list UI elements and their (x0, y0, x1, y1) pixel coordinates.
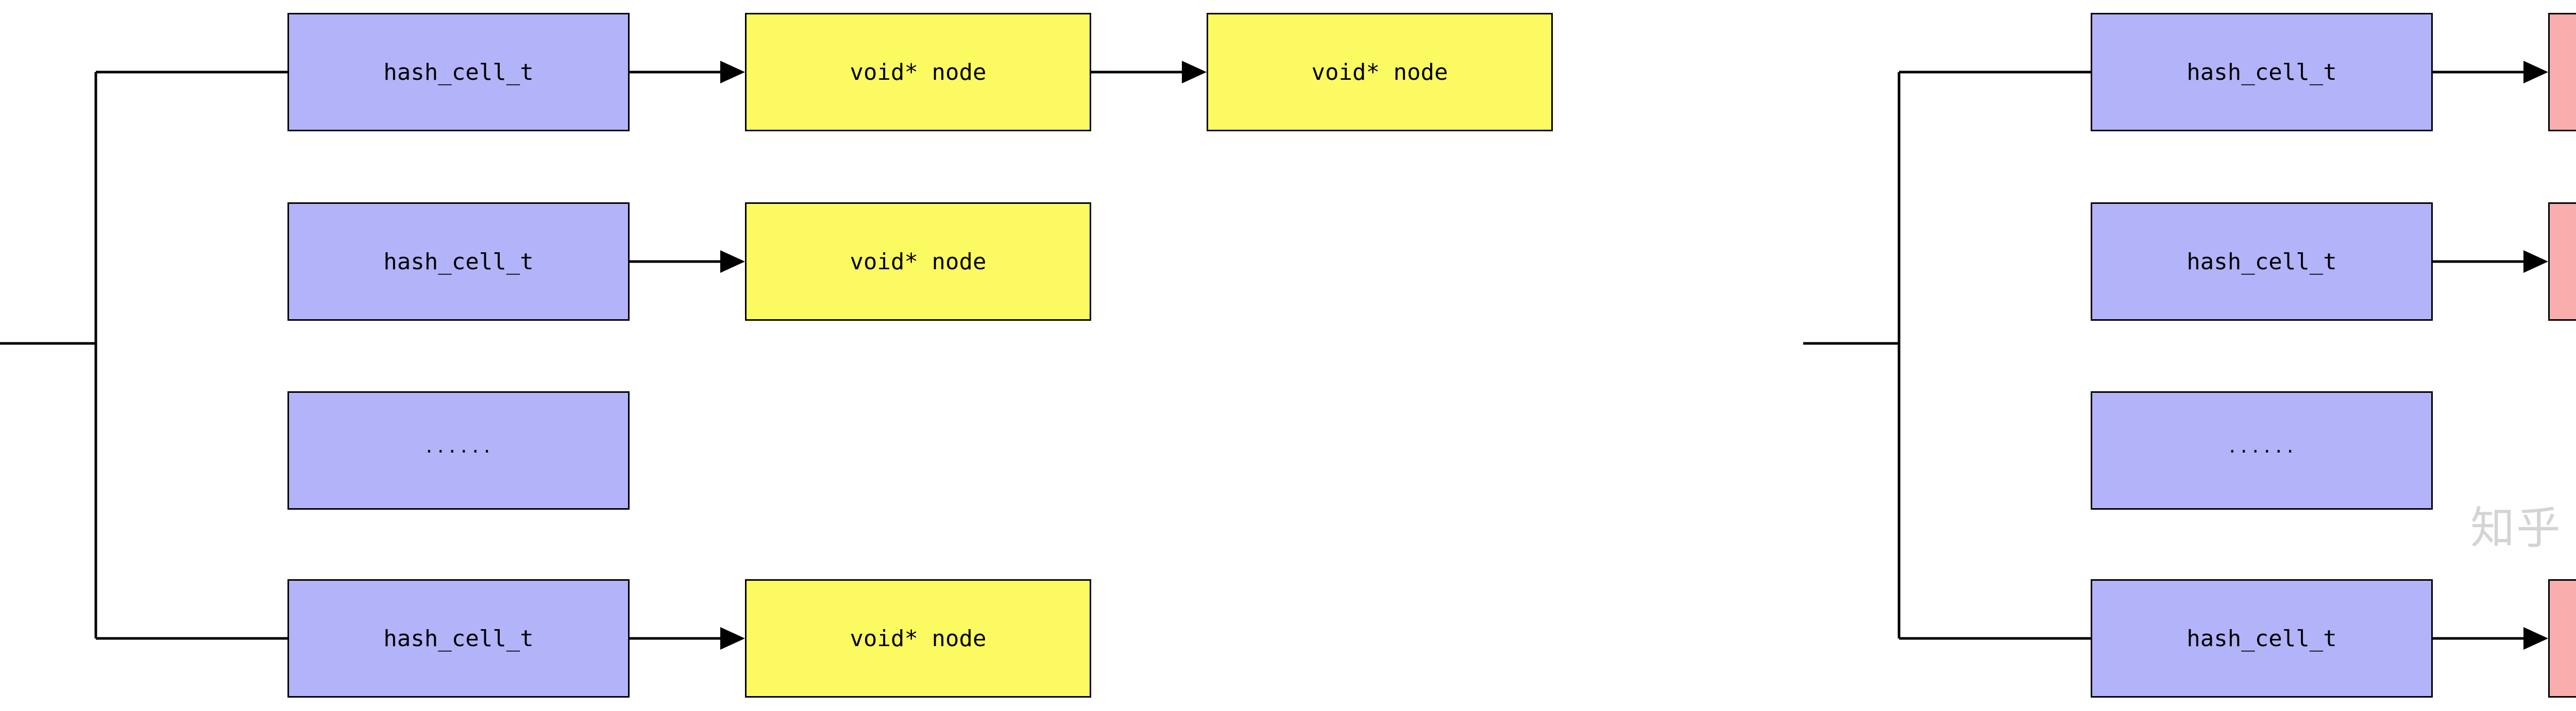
page-node-box: Page(1,10) (2548, 13, 2576, 131)
node-box: void* node (745, 13, 1091, 131)
page-node-box: Page(5,1) (2548, 579, 2576, 698)
hash-cell-box: hash_cell_t (2091, 13, 2433, 131)
node-box: void* node (1207, 13, 1553, 131)
hash-cell-ellipsis-box: ...... (2091, 391, 2433, 510)
hash-cell-box: hash_cell_t (2091, 579, 2433, 698)
hash-cell-box: hash_cell_t (287, 579, 630, 698)
generic-hash-table-diagram: hash_cell_t void* node void* node hash_c… (0, 13, 1553, 698)
node-box: void* node (745, 579, 1091, 698)
hash-cell-ellipsis-box: ...... (287, 391, 630, 510)
hash-cell-box: hash_cell_t (287, 202, 630, 321)
hash-cell-box: hash_cell_t (2091, 202, 2433, 321)
node-box: void* node (745, 202, 1091, 321)
hash-cell-box: hash_cell_t (287, 13, 630, 131)
page-node-box: Page(1,20) (2548, 202, 2576, 321)
watermark-text: 知乎 @Skywalker (2470, 502, 2576, 554)
page-hash-table-diagram: hash_cell_t Page(1,10) Page(2,5) hash_ce… (1803, 0, 2576, 711)
